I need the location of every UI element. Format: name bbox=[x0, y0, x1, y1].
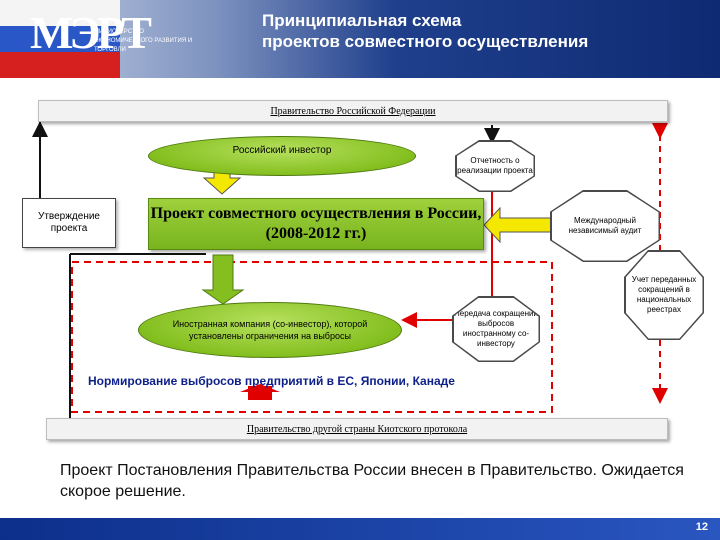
gov-rf-label: Правительство Российской Федерации bbox=[270, 105, 436, 117]
project-box: Проект совместного осуществления в Росси… bbox=[148, 198, 484, 250]
reporting-octagon: Отчетность о реализации проекта bbox=[455, 140, 535, 192]
green-arrow-project-company bbox=[201, 254, 245, 305]
foreign-company-label: Иностранная компания (со-инвестор), кото… bbox=[172, 319, 368, 341]
foreign-company-oval: Иностранная компания (со-инвестор), кото… bbox=[138, 302, 402, 358]
header-banner: МЭРТ Министерство экономического развити… bbox=[0, 0, 720, 78]
transfer-octagon: Передача сокращений выбросов иностранном… bbox=[452, 296, 540, 362]
gov-other-label: Правительство другой страны Киотского пр… bbox=[246, 423, 468, 435]
bottom-bar: 12 bbox=[0, 518, 720, 540]
ministry-logo: МЭРТ bbox=[30, 7, 152, 58]
registry-octagon: Учет переданных сокращений в национальны… bbox=[624, 250, 704, 340]
russian-investor-label: Российский инвестор bbox=[232, 145, 332, 156]
red-arrow-tip bbox=[240, 384, 280, 392]
title-line-2: проектов совместного осуществления bbox=[262, 32, 589, 51]
russian-investor-oval: Российский инвестор bbox=[148, 136, 416, 176]
yellow-arrow-audit-project bbox=[483, 206, 561, 244]
gov-other-bar: Правительство другой страны Киотского пр… bbox=[46, 418, 668, 440]
project-label: Проект совместного осуществления в Росси… bbox=[150, 205, 482, 242]
audit-label: Международный независимый аудит bbox=[568, 216, 642, 235]
russian-flag-graphic bbox=[0, 0, 120, 78]
page-title: Принципиальная схема проектов совместног… bbox=[262, 10, 588, 52]
approval-box: Утверждение проекта bbox=[22, 198, 116, 248]
registry-label: Учет переданных сокращений в национальны… bbox=[631, 275, 697, 314]
regulation-text: Нормирование выбросов предприятий в ЕС, … bbox=[88, 374, 455, 388]
title-line-1: Принципиальная схема bbox=[262, 11, 462, 30]
reporting-label: Отчетность о реализации проекта bbox=[457, 156, 533, 175]
approval-label: Утверждение проекта bbox=[37, 211, 100, 234]
transfer-label: Передача сокращений выбросов иностранном… bbox=[454, 309, 538, 348]
footer-note: Проект Постановления Правительства Росси… bbox=[60, 462, 684, 500]
gov-rf-bar: Правительство Российской Федерации bbox=[38, 100, 668, 122]
foreign-region-dashed-box bbox=[71, 261, 553, 413]
audit-octagon: Международный независимый аудит bbox=[550, 190, 660, 262]
ministry-name: Министерство экономического развития и т… bbox=[94, 29, 193, 53]
page-number: 12 bbox=[695, 521, 708, 533]
